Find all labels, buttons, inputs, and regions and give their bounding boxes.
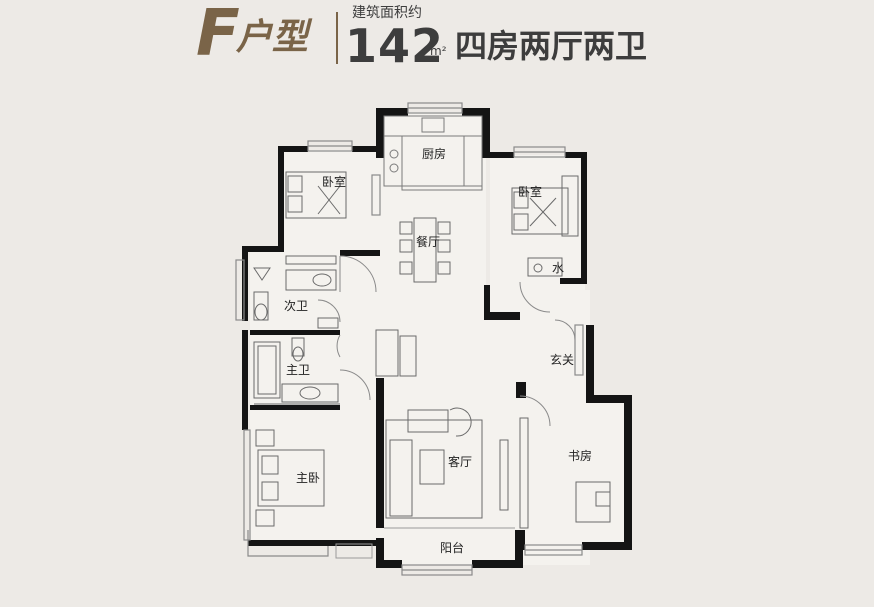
second-bath-fixtures: [253, 255, 339, 329]
room-label-balcony: 阳台: [440, 540, 464, 555]
windows: [235, 102, 584, 576]
layout-description: 四房两厅两卫: [455, 27, 648, 65]
doors: [317, 255, 576, 427]
dining-table: [399, 217, 451, 283]
unit-type-suffix: 户型: [236, 16, 309, 58]
bed-nw: [285, 171, 347, 219]
study-desk: [519, 417, 611, 529]
room-label-study: 书房: [568, 448, 592, 463]
walls: [242, 108, 632, 568]
room-label-bedroom-ne: 卧室: [518, 184, 542, 199]
area-value: 142: [345, 19, 445, 73]
room-label-kitchen: 厨房: [422, 146, 446, 161]
room-label-living: 客厅: [448, 454, 472, 469]
master-bath-fixtures: [253, 337, 340, 405]
room-label-master-bath: 主卫: [286, 363, 310, 377]
title-divider: [336, 12, 338, 64]
living-furniture: [375, 329, 509, 519]
room-label-dining: 餐厅: [416, 234, 440, 249]
water-unit: [527, 257, 563, 277]
room-label-entrance: 玄关: [550, 352, 574, 367]
room-label-master-bedroom: 主卧: [296, 471, 320, 485]
title-bar: F 户型 建筑面积约 142 m² 四房两厅两卫: [0, 0, 874, 80]
kitchen-counter: [383, 115, 483, 191]
room-label-second-bath: 次卫: [284, 299, 308, 313]
area-label: 建筑面积约: [352, 5, 422, 21]
bed-master: [255, 429, 325, 527]
balcony-edge: [335, 527, 515, 559]
unit-type-letter: F: [196, 0, 240, 71]
room-label-water: 水: [552, 261, 564, 275]
area-unit: m²: [430, 44, 447, 58]
floor-area: [250, 112, 630, 565]
bed-ne: [511, 175, 579, 237]
room-label-bedroom-nw: 卧室: [322, 174, 346, 189]
